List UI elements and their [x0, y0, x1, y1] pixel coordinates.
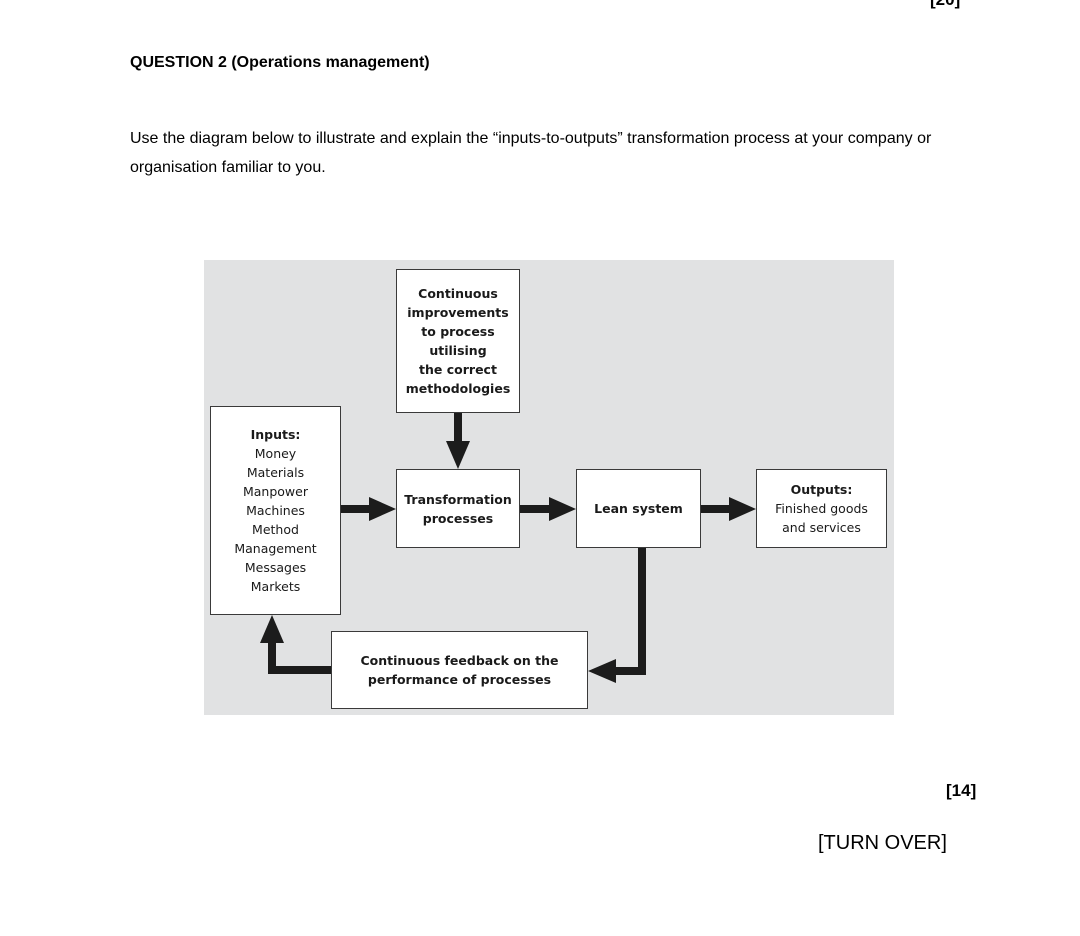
- arrow-inputs-to-transformation: [341, 497, 396, 521]
- lean-line: Lean system: [594, 501, 683, 516]
- feedback-line: performance of processes: [367, 672, 552, 687]
- inputs-box: Inputs: Money Materials Manpower Machine…: [210, 406, 341, 615]
- feedback-line: Continuous feedback on the: [360, 653, 559, 668]
- input-item: Manpower: [242, 484, 308, 499]
- input-item: Machines: [246, 503, 305, 518]
- improvement-line: the correct: [419, 362, 497, 377]
- transformation-process-diagram: Continuous improvements to process utili…: [204, 260, 894, 715]
- arrow-improvement-to-transformation: [446, 413, 470, 469]
- transformation-processes-box: Transformation processes: [396, 469, 520, 548]
- input-item: Messages: [244, 560, 307, 575]
- arrow-feedback-to-inputs: [260, 615, 331, 674]
- diagram-arrows: [260, 413, 756, 683]
- improvement-line: methodologies: [405, 381, 511, 396]
- transformation-line: processes: [422, 510, 494, 526]
- improvement-line: Continuous: [418, 286, 498, 301]
- output-line: and services: [782, 520, 861, 535]
- input-item: Money: [254, 446, 297, 461]
- previous-question-mark: [20]: [930, 0, 960, 9]
- arrow-transformation-to-lean: [520, 497, 576, 521]
- improvement-line: utilising: [429, 343, 487, 358]
- improvement-line: to process: [421, 324, 495, 339]
- input-item: Method: [252, 522, 299, 537]
- improvement-line: improvements: [407, 305, 509, 320]
- question-mark-allocation: [14]: [946, 781, 977, 800]
- question-instruction: Use the diagram below to illustrate and …: [130, 130, 932, 176]
- input-item: Management: [234, 541, 317, 556]
- outputs-box: Outputs: Finished goods and services: [756, 469, 887, 548]
- transformation-line: Transformation: [404, 491, 512, 507]
- outputs-heading: Outputs:: [790, 482, 853, 497]
- arrow-lean-to-outputs: [701, 497, 756, 521]
- continuous-feedback-box: Continuous feedback on the performance o…: [331, 631, 588, 709]
- input-item: Materials: [246, 465, 305, 480]
- lean-system-box: Lean system: [576, 469, 701, 548]
- question-title: QUESTION 2 (Operations management): [130, 54, 430, 71]
- input-item: Markets: [250, 579, 301, 594]
- turn-over-note: [TURN OVER]: [818, 832, 947, 854]
- inputs-heading: Inputs:: [250, 427, 301, 442]
- output-line: Finished goods: [775, 501, 868, 516]
- continuous-improvement-box: Continuous improvements to process utili…: [396, 269, 520, 413]
- arrow-lean-to-feedback: [588, 548, 646, 683]
